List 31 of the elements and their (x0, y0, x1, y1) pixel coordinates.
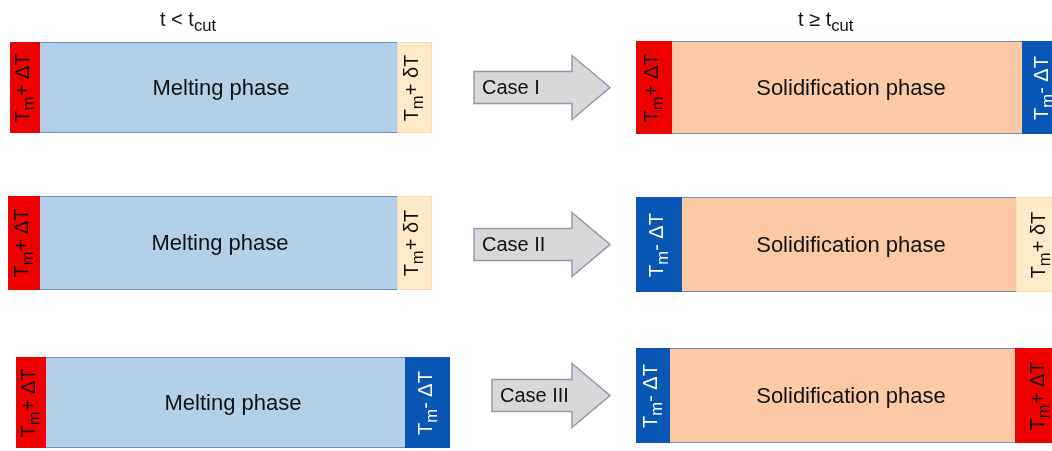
time-condition-heading: t ≥ t$_{cut}$ (798, 8, 854, 36)
boundary-strip (1016, 197, 1052, 292)
block-arrow (473, 53, 612, 122)
phase-label: Solidification phase (756, 74, 946, 101)
phase-label: Melting phase (151, 230, 289, 256)
boundary-strip (397, 42, 432, 133)
case-label: Case I (482, 75, 540, 99)
phase-label: Melting phase (164, 389, 302, 416)
case-label: Case II (482, 232, 546, 256)
boundary-strip (636, 348, 670, 443)
melting-phase-bar (8, 196, 432, 290)
case-label: Case III (500, 383, 569, 407)
melting-phase-bar (16, 357, 450, 448)
boundary-strip (636, 41, 672, 134)
time-condition-heading: t < t$_{cut}$ (160, 8, 217, 36)
boundary-strip (16, 357, 46, 448)
phase-label: Melting phase (152, 74, 290, 101)
melting-phase-bar (10, 42, 432, 133)
phase-label: Solidification phase (756, 231, 946, 258)
block-arrow (491, 361, 612, 430)
boundary-strip (10, 42, 40, 133)
phase-label: Solidification phase (756, 382, 946, 409)
block-arrow (473, 210, 612, 279)
boundary-strip (636, 197, 682, 292)
solidification-phase-bar (636, 348, 1052, 443)
solidification-phase-bar (636, 197, 1052, 292)
solidification-phase-bar (636, 41, 1052, 134)
boundary-strip (397, 196, 432, 290)
boundary-strip (1015, 348, 1052, 443)
boundary-strip (8, 196, 40, 290)
boundary-strip (405, 357, 450, 448)
